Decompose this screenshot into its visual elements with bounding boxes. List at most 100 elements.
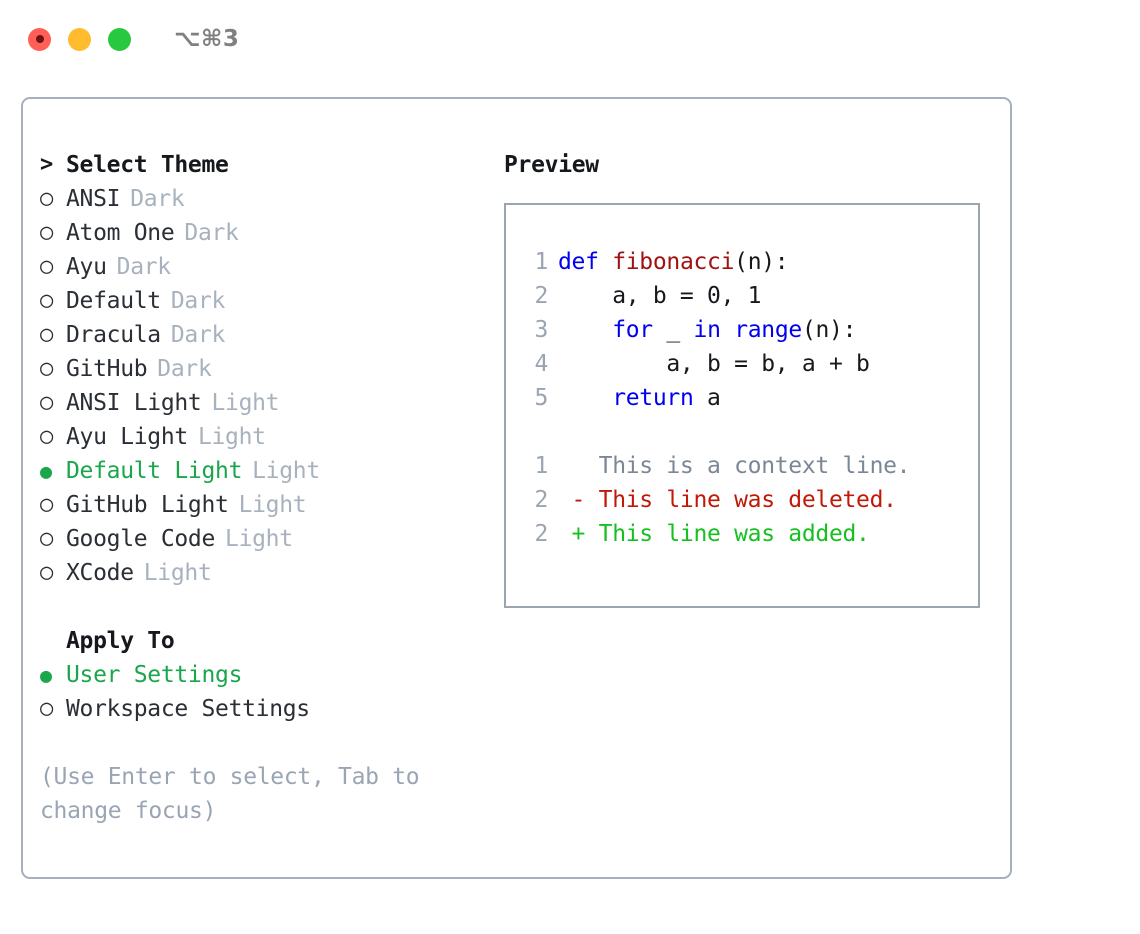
theme-option-label: ANSI Light	[66, 390, 202, 416]
radio-unselected-icon: ○	[40, 186, 54, 211]
theme-option-variant: Dark	[184, 220, 239, 246]
keyboard-shortcut-label: ⌥⌘3	[174, 26, 240, 52]
code-token-kw: range	[734, 317, 802, 343]
code-line: 1 def fibonacci(n):	[520, 245, 970, 279]
theme-option-label: Default	[66, 288, 161, 314]
code-token-txt	[558, 385, 612, 411]
theme-option-xcode[interactable]: ○ XCode Light	[40, 556, 490, 590]
line-number: 5	[534, 385, 548, 411]
apply-to-option-label: Workspace Settings	[66, 696, 310, 722]
theme-option-ansi-light[interactable]: ○ ANSI Light Light	[40, 386, 490, 420]
prompt-caret-icon: >	[40, 152, 53, 177]
code-token-txt: a, b = b, a + b	[558, 351, 870, 377]
select-theme-header: > Select Theme	[40, 148, 490, 182]
theme-option-atom-one[interactable]: ○ Atom One Dark	[40, 216, 490, 250]
diff-lines-group: 1 This is a context line.2 - This line w…	[520, 449, 970, 551]
line-number: 3	[534, 317, 548, 343]
line-number: 1	[534, 453, 548, 479]
theme-option-dracula[interactable]: ○ Dracula Dark	[40, 318, 490, 352]
theme-option-variant: Light	[238, 492, 307, 518]
apply-to-option-user-settings[interactable]: ● User Settings	[40, 658, 490, 692]
theme-option-variant: Light	[252, 458, 320, 484]
radio-unselected-icon: ○	[40, 220, 54, 245]
code-token-txt: a	[693, 385, 721, 411]
close-window-button[interactable]	[28, 27, 51, 51]
theme-option-label: GitHub Light	[66, 492, 229, 518]
radio-unselected-icon: ○	[40, 390, 54, 415]
theme-option-label: Dracula	[66, 322, 161, 348]
line-number: 4	[534, 351, 548, 377]
theme-option-default-light[interactable]: ● Default Light Light	[40, 454, 490, 488]
code-token-kw: for	[612, 317, 653, 343]
keyboard-hint-text: (Use Enter to select, Tab to change focu…	[40, 764, 420, 824]
theme-option-label: Default Light	[66, 458, 243, 484]
select-theme-title: Select Theme	[66, 152, 229, 178]
window-controls	[28, 27, 131, 51]
theme-option-variant: Light	[143, 560, 212, 586]
code-token-txt: a, b = 0, 1	[558, 283, 762, 309]
radio-unselected-icon: ○	[40, 696, 54, 721]
line-number: 2	[534, 521, 548, 547]
code-token-txt: (n):	[734, 249, 789, 275]
preview-title: Preview	[504, 152, 599, 178]
theme-option-variant: Dark	[116, 254, 172, 280]
theme-option-variant: Dark	[170, 288, 226, 314]
code-line: 4 a, b = b, a + b	[520, 347, 970, 381]
zoom-window-button[interactable]	[108, 27, 131, 51]
radio-unselected-icon: ○	[40, 356, 54, 381]
minimize-window-button[interactable]	[68, 27, 91, 51]
apply-to-header: Apply To	[66, 628, 175, 654]
apply-to-options-list: ● User Settings ○ Workspace Settings	[40, 658, 490, 726]
radio-unselected-icon: ○	[40, 424, 54, 449]
code-token-fn: fibonacci	[612, 249, 735, 275]
apply-to-option-workspace-settings[interactable]: ○ Workspace Settings	[40, 692, 490, 726]
code-token-kw: return	[612, 385, 694, 411]
code-line: 3 for _ in range(n):	[520, 313, 970, 347]
theme-option-ayu-light[interactable]: ○ Ayu Light Light	[40, 420, 490, 454]
code-token-kw: in	[693, 317, 721, 343]
radio-selected-icon: ●	[40, 459, 53, 483]
theme-option-label: Ayu	[66, 254, 107, 280]
list-spacer	[40, 590, 490, 624]
theme-option-variant: Dark	[170, 322, 226, 348]
code-token-txt	[558, 317, 612, 343]
radio-selected-icon: ●	[40, 663, 53, 687]
theme-option-label: Ayu Light	[66, 424, 188, 450]
diff-line: 2 - This line was deleted.	[520, 483, 970, 517]
theme-option-variant: Light	[197, 424, 266, 450]
code-line: 5 return a	[520, 381, 970, 415]
code-line: 2 a, b = 0, 1	[520, 279, 970, 313]
code-token-kw: def	[558, 249, 613, 275]
code-token-txt	[721, 317, 735, 343]
theme-option-label: XCode	[66, 560, 134, 586]
diff-line: 1 This is a context line.	[520, 449, 970, 483]
line-number: 1	[534, 249, 548, 275]
apply-to-option-label: User Settings	[66, 662, 243, 688]
theme-option-github-light[interactable]: ○ GitHub Light Light	[40, 488, 490, 522]
diff-line: 2 + This line was added.	[520, 517, 970, 551]
theme-option-label: GitHub	[66, 356, 148, 382]
title-bar: ⌥⌘3	[0, 0, 1140, 78]
code-token-txt: (n):	[801, 317, 857, 343]
radio-unselected-icon: ○	[40, 322, 54, 347]
radio-unselected-icon: ○	[40, 492, 54, 517]
radio-unselected-icon: ○	[40, 560, 54, 585]
code-token-txt: _	[652, 317, 694, 343]
code-token-ctx: This is a context line.	[558, 453, 911, 479]
theme-option-variant: Light	[211, 390, 280, 416]
theme-option-label: ANSI	[66, 186, 121, 212]
theme-option-label: Atom One	[66, 220, 175, 246]
theme-option-label: Google Code	[66, 526, 216, 552]
